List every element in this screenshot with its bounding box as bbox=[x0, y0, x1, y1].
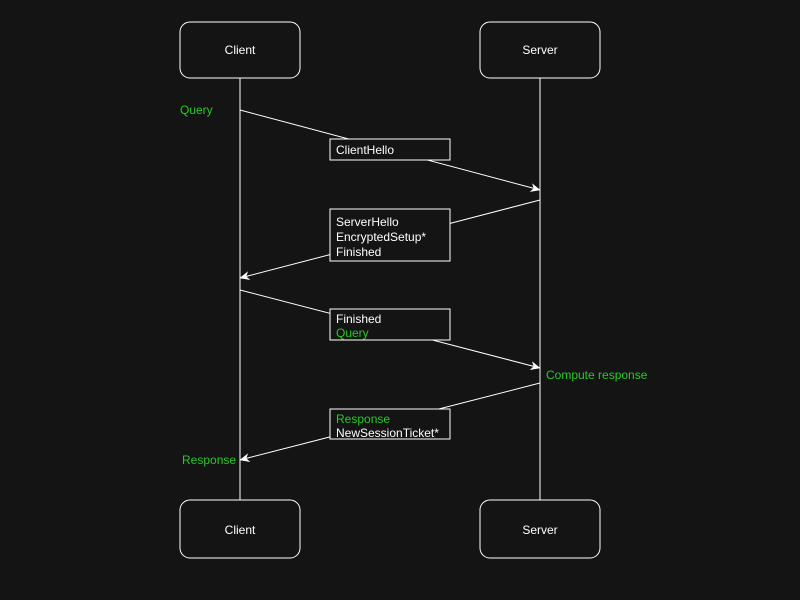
annotation-response: Response bbox=[182, 453, 236, 467]
actor-box-client-bottom bbox=[179, 499, 301, 559]
message-text-serverhello-line2: EncryptedSetup* bbox=[336, 230, 426, 244]
actor-label-client-top: Client bbox=[225, 43, 256, 57]
message-box-clienthello bbox=[329, 138, 451, 161]
message-text-serverhello-line1: ServerHello bbox=[336, 215, 399, 229]
actor-label-server-bottom: Server bbox=[522, 523, 557, 537]
actor-box-server-bottom bbox=[479, 499, 601, 559]
message-box-response-ticket bbox=[329, 408, 451, 440]
message-label-clienthello: ClientHello bbox=[329, 138, 451, 161]
message-text-serverhello-line3: Finished bbox=[336, 245, 381, 259]
message-box-finished-query bbox=[329, 308, 451, 341]
actor-box-server-top bbox=[479, 21, 601, 79]
message-label-serverhello: ServerHello EncryptedSetup* Finished bbox=[329, 208, 451, 262]
actor-client-top: Client bbox=[179, 21, 301, 79]
message-label-response-ticket: Response NewSessionTicket* bbox=[329, 408, 451, 440]
message-text-clienthello: ClientHello bbox=[336, 143, 394, 157]
actor-label-server-top: Server bbox=[522, 43, 557, 57]
message-text-response: Response bbox=[336, 412, 390, 426]
actor-label-client-bottom: Client bbox=[225, 523, 256, 537]
message-label-finished-query: Finished Query bbox=[329, 308, 451, 341]
message-text-newsessionticket: NewSessionTicket* bbox=[336, 426, 439, 440]
message-text-query: Query bbox=[336, 326, 369, 340]
actor-box-client-top bbox=[179, 21, 301, 79]
message-box-serverhello bbox=[329, 208, 451, 262]
message-text-finished: Finished bbox=[336, 312, 381, 326]
annotation-compute-response: Compute response bbox=[546, 368, 648, 382]
actor-server-bottom: Server bbox=[479, 499, 601, 559]
annotation-query: Query bbox=[180, 103, 213, 117]
actor-client-bottom: Client bbox=[179, 499, 301, 559]
actor-server-top: Server bbox=[479, 21, 601, 79]
